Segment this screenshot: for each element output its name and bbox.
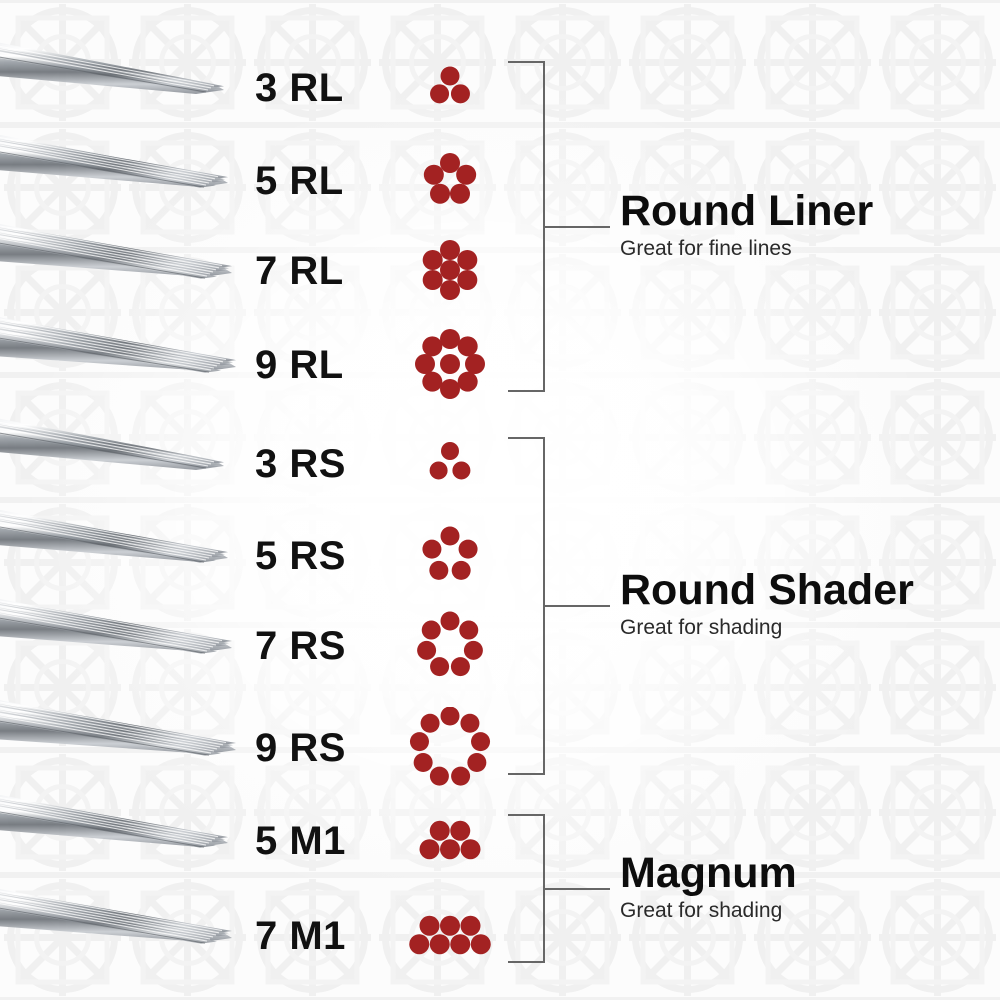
needle-bundle [0,418,224,470]
needle-code-label: 5 M1 [255,819,346,863]
bracket-top-arm [508,814,545,816]
group-bracket [508,61,612,392]
needle-code-label: 5 RL [255,159,344,203]
needle-dot-pattern [405,707,515,788]
needle-row: 9 RS [255,707,555,786]
bracket-connector-line [544,605,610,607]
needle-dot-pattern [405,325,515,405]
needle-bundle [0,42,224,94]
needle-code-label: 3 RS [255,442,346,486]
needle-bundle [0,700,236,756]
bracket-bottom-arm [508,773,545,775]
group-title: Round Shader [620,566,914,614]
needle-dot-pattern [405,141,515,221]
bracket-bottom-arm [508,961,545,963]
needle-bundle [0,224,232,279]
needle-code-label: 7 RS [255,624,346,668]
needle-code-label: 9 RS [255,726,346,770]
needle-dot-pattern [405,48,515,128]
needle-row: 5 M1 [255,819,555,863]
needle-bundle [0,134,228,188]
needle-dot-pattern [405,606,515,686]
needle-row: 3 RL [255,66,555,110]
group-subtitle: Great for shading [620,616,783,640]
group-bracket [508,814,612,963]
needle-row: 7 M1 [255,914,555,958]
needle-dot-pattern [405,516,515,596]
needle-code-label: 3 RL [255,66,344,110]
needle-bundle [0,889,232,944]
group-subtitle: Great for fine lines [620,236,792,260]
needle-dot-pattern [405,424,515,504]
needle-row: 7 RS [255,611,555,677]
group-subtitle: Great for shading [620,898,783,922]
needle-row: 5 RS [255,526,555,580]
needle-code-label: 5 RS [255,534,346,578]
needle-code-label: 7 M1 [255,914,346,958]
needle-bundle [0,317,236,373]
needle-code-label: 7 RL [255,249,344,293]
group-bracket [508,437,612,775]
needle-dot-pattern [405,231,515,311]
needle-bundle [0,509,228,563]
bracket-top-arm [508,437,545,439]
bracket-bottom-arm [508,390,545,392]
group-title: Round Liner [620,186,874,235]
needle-bundle [0,599,232,654]
group-title: Magnum [620,848,797,897]
needle-dot-pattern [405,801,515,881]
needle-row: 3 RS [255,442,555,486]
needle-code-label: 9 RL [255,343,344,387]
needle-row: 9 RL [255,329,555,399]
bracket-top-arm [508,61,545,63]
bracket-connector-line [544,887,610,890]
needle-row: 5 RL [255,153,555,204]
bracket-connector-line [544,225,610,228]
needle-bundle [0,794,228,848]
needle-dot-pattern [405,896,515,976]
needle-row: 7 RL [255,240,555,300]
